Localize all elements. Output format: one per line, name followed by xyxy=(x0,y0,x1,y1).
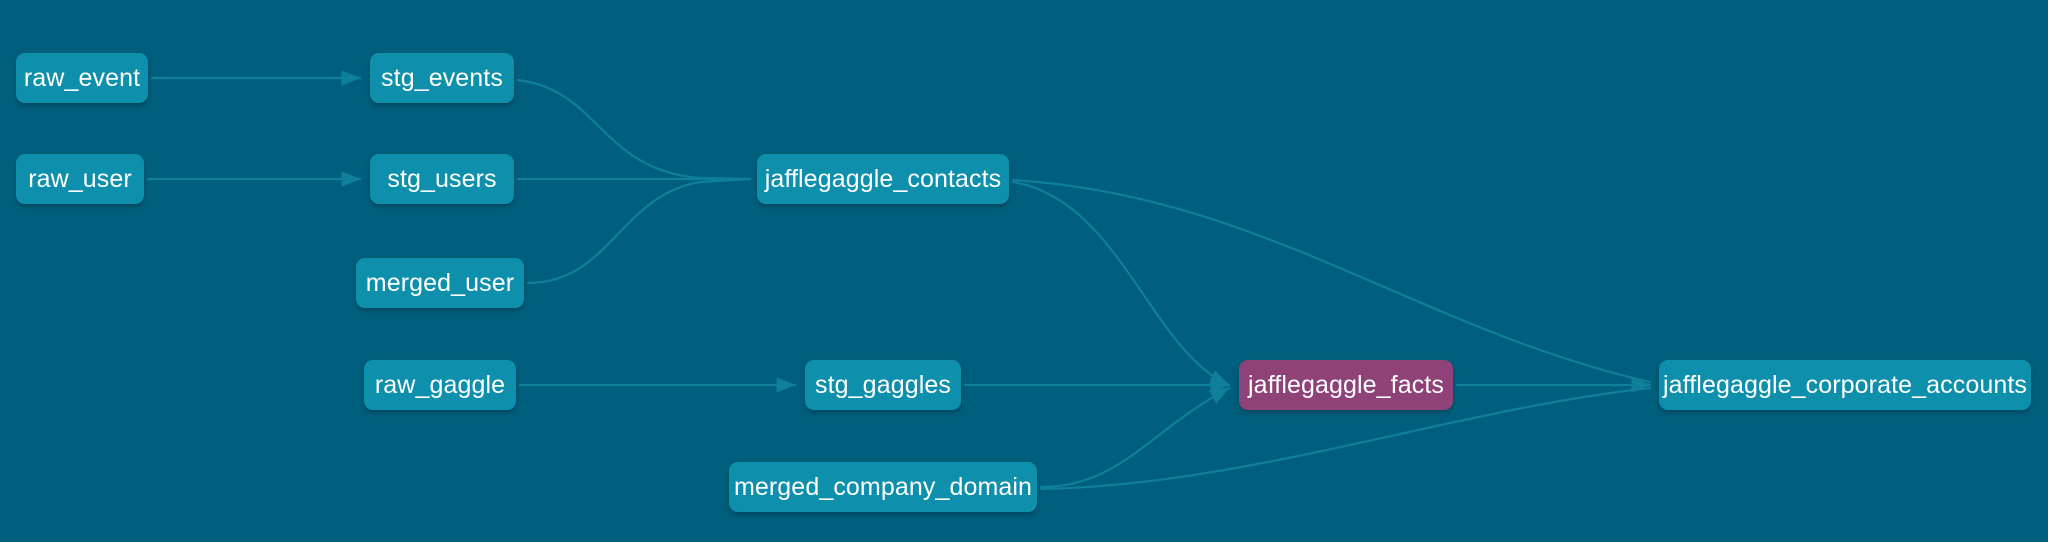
node-merged_user[interactable]: merged_user xyxy=(356,258,524,308)
node-label: merged_company_domain xyxy=(733,472,1033,501)
node-label: jafflegaggle_contacts xyxy=(764,164,1002,193)
node-stg_users[interactable]: stg_users xyxy=(370,154,514,204)
node-label: raw_user xyxy=(28,164,132,193)
edge-merged_user-to-jafflegaggle_contacts xyxy=(526,177,752,285)
node-raw_gaggle[interactable]: raw_gaggle xyxy=(364,360,516,410)
node-raw_event[interactable]: raw_event xyxy=(16,53,148,103)
node-label: jafflegaggle_corporate_accounts xyxy=(1663,370,2028,399)
node-label: stg_gaggles xyxy=(815,370,951,399)
node-jafflegaggle_corporate_accounts[interactable]: jafflegaggle_corporate_accounts xyxy=(1659,360,2031,410)
edge-jafflegaggle_contacts-to-jafflegaggle_facts xyxy=(1011,180,1231,387)
edge-merged_company_domain-to-jafflegaggle_facts xyxy=(1039,386,1231,489)
node-jafflegaggle_contacts[interactable]: jafflegaggle_contacts xyxy=(757,154,1009,204)
node-raw_user[interactable]: raw_user xyxy=(16,154,144,204)
node-label: merged_user xyxy=(365,268,515,297)
node-stg_gaggles[interactable]: stg_gaggles xyxy=(805,360,961,410)
node-label: raw_event xyxy=(23,63,141,92)
node-label: stg_users xyxy=(387,164,497,193)
node-label: stg_events xyxy=(381,63,503,92)
node-label: raw_gaggle xyxy=(374,370,506,399)
node-jafflegaggle_facts[interactable]: jafflegaggle_facts xyxy=(1239,360,1453,410)
edge-stg_events-to-jafflegaggle_contacts xyxy=(516,78,752,181)
node-merged_company_domain[interactable]: merged_company_domain xyxy=(729,462,1037,512)
node-label: jafflegaggle_facts xyxy=(1248,370,1444,399)
edge-jafflegaggle_contacts-to-jafflegaggle_corporate_accounts xyxy=(1011,178,1652,384)
node-stg_events[interactable]: stg_events xyxy=(370,53,514,103)
